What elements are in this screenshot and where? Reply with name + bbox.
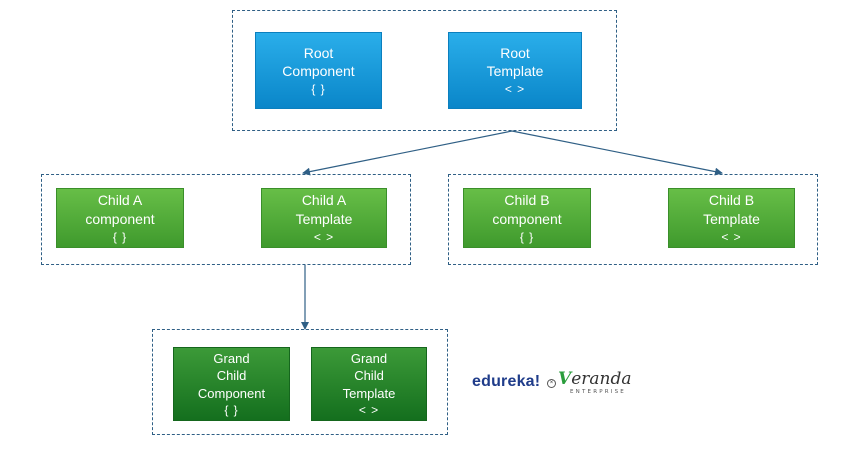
grand-child-component-line1: Grand: [213, 350, 250, 366]
grand-child-component-line3: Component: [197, 385, 266, 401]
child-b-component-line1: Child B: [504, 192, 550, 209]
root-template-line1: Root: [500, 44, 530, 61]
grand-child-group: [152, 329, 448, 435]
child-b-template-line1: Child B: [708, 192, 755, 209]
grand-child-template-line3: Template: [342, 385, 396, 401]
curly-braces-icon: { }: [112, 229, 128, 244]
veranda-rest: eranda: [571, 369, 632, 389]
child-a-group: [41, 174, 411, 265]
grand-child-template-box[interactable]: Grand Child Template < >: [311, 347, 427, 421]
root-group: [232, 10, 617, 131]
angle-brackets-icon: < >: [313, 229, 335, 244]
child-a-component-line2: component: [85, 210, 155, 227]
edureka-veranda-logo: edureka! × Veranda ENTERPRISE: [470, 367, 640, 401]
partnership-x-icon: ×: [547, 379, 556, 388]
child-a-component-line1: Child A: [97, 192, 143, 209]
child-b-template-line2: Template: [703, 210, 760, 227]
angle-brackets-icon: < >: [504, 82, 526, 97]
child-b-template-box[interactable]: Child B Template < >: [668, 188, 795, 248]
angle-brackets-icon: < >: [721, 229, 742, 244]
curly-braces-icon: { }: [519, 229, 535, 244]
root-component-line1: Root: [303, 44, 334, 61]
root-component-line2: Component: [282, 63, 355, 80]
curly-braces-icon: { }: [224, 403, 239, 418]
child-b-component-line2: component: [492, 210, 562, 227]
child-a-component-box[interactable]: Child A component { }: [56, 188, 184, 248]
enterprise-tagline: ENTERPRISE: [570, 389, 626, 395]
arrow-root-to-child-b: [511, 130, 723, 176]
child-b-group: [448, 174, 818, 265]
edureka-wordmark: edureka!: [472, 373, 541, 390]
arrow-root-to-child-a: [302, 130, 513, 176]
grand-child-component-box[interactable]: Grand Child Component { }: [173, 347, 290, 421]
child-b-component-box[interactable]: Child B component { }: [463, 188, 591, 248]
grand-child-template-line2: Child: [354, 368, 384, 384]
curly-braces-icon: { }: [311, 82, 326, 97]
grand-child-template-line1: Grand: [350, 350, 388, 366]
veranda-wordmark: Veranda: [558, 369, 632, 389]
veranda-v-mark: V: [558, 369, 572, 389]
angle-brackets-icon: < >: [358, 403, 380, 418]
root-template-line2: Template: [486, 63, 544, 80]
root-template-box[interactable]: Root Template < >: [448, 32, 582, 109]
child-a-template-line1: Child A: [301, 192, 347, 209]
grand-child-component-line2: Child: [216, 368, 247, 384]
child-a-template-box[interactable]: Child A Template < >: [261, 188, 387, 248]
child-a-template-line2: Template: [295, 210, 353, 227]
root-component-box[interactable]: Root Component { }: [255, 32, 382, 109]
